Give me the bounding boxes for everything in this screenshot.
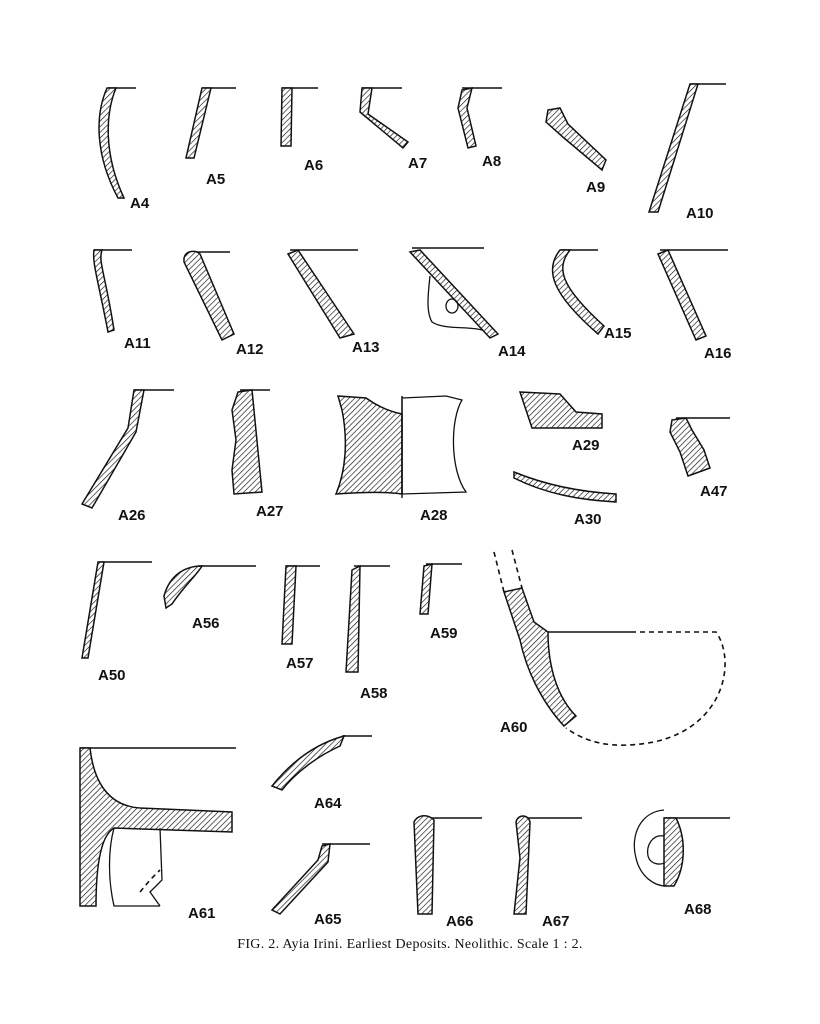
profile-a5	[185, 87, 236, 159]
profile-a27	[231, 389, 270, 495]
label-a68: A68	[684, 901, 712, 918]
label-a67: A67	[542, 913, 570, 930]
label-a29: A29	[572, 437, 600, 454]
label-a15: A15	[604, 325, 632, 342]
profile-a59	[419, 563, 462, 615]
profile-a65	[270, 843, 370, 915]
label-a50: A50	[98, 667, 126, 684]
profile-a4	[98, 87, 136, 199]
label-a16: A16	[704, 345, 732, 362]
profile-a57	[281, 565, 320, 645]
label-a58: A58	[360, 685, 388, 702]
profile-a30	[513, 470, 617, 503]
profile-a13	[286, 249, 358, 339]
profile-a67	[513, 815, 582, 915]
profile-a7	[359, 87, 410, 150]
profile-a12	[183, 250, 235, 342]
profile-a10	[647, 83, 726, 213]
profile-a14	[408, 247, 500, 339]
profile-a58	[345, 564, 390, 673]
profile-a50	[81, 561, 152, 659]
label-a13: A13	[352, 339, 380, 356]
label-a28: A28	[420, 507, 448, 524]
label-a59: A59	[430, 625, 458, 642]
label-a60: A60	[500, 719, 528, 736]
label-a66: A66	[446, 913, 474, 930]
profile-a66	[413, 815, 482, 915]
profile-a47	[669, 417, 730, 477]
label-a4: A4	[130, 195, 150, 212]
profile-a64	[270, 734, 372, 791]
label-a14: A14	[498, 343, 526, 360]
label-a12: A12	[236, 341, 264, 358]
label-a61: A61	[188, 905, 216, 922]
label-a57: A57	[286, 655, 314, 672]
label-a64: A64	[314, 795, 342, 812]
label-a47: A47	[700, 483, 728, 500]
label-a26: A26	[118, 507, 146, 524]
profile-a56	[163, 565, 256, 610]
profile-a15	[551, 249, 606, 336]
profile-a29	[518, 391, 603, 429]
label-a11: A11	[124, 335, 151, 352]
label-a7: A7	[408, 155, 427, 172]
profile-a11	[92, 249, 132, 333]
profile-a9	[545, 107, 607, 172]
label-a65: A65	[314, 911, 342, 928]
figure-caption: FIG. 2. Ayia Irini. Earliest Deposits. N…	[237, 937, 583, 952]
label-a56: A56	[192, 615, 220, 632]
label-a10: A10	[686, 205, 714, 222]
label-a27: A27	[256, 503, 284, 520]
profile-a6	[280, 87, 318, 147]
profile-a68	[633, 809, 730, 887]
profile-a28	[334, 395, 468, 498]
profile-a61	[79, 747, 236, 907]
profile-a26	[80, 389, 174, 509]
label-a30: A30	[574, 511, 602, 528]
label-a8: A8	[482, 153, 501, 170]
profile-a16	[656, 249, 728, 341]
profile-a60	[493, 549, 726, 746]
label-a5: A5	[206, 171, 225, 188]
profile-a8	[457, 87, 502, 149]
label-a6: A6	[304, 157, 323, 174]
label-a9: A9	[586, 179, 605, 196]
